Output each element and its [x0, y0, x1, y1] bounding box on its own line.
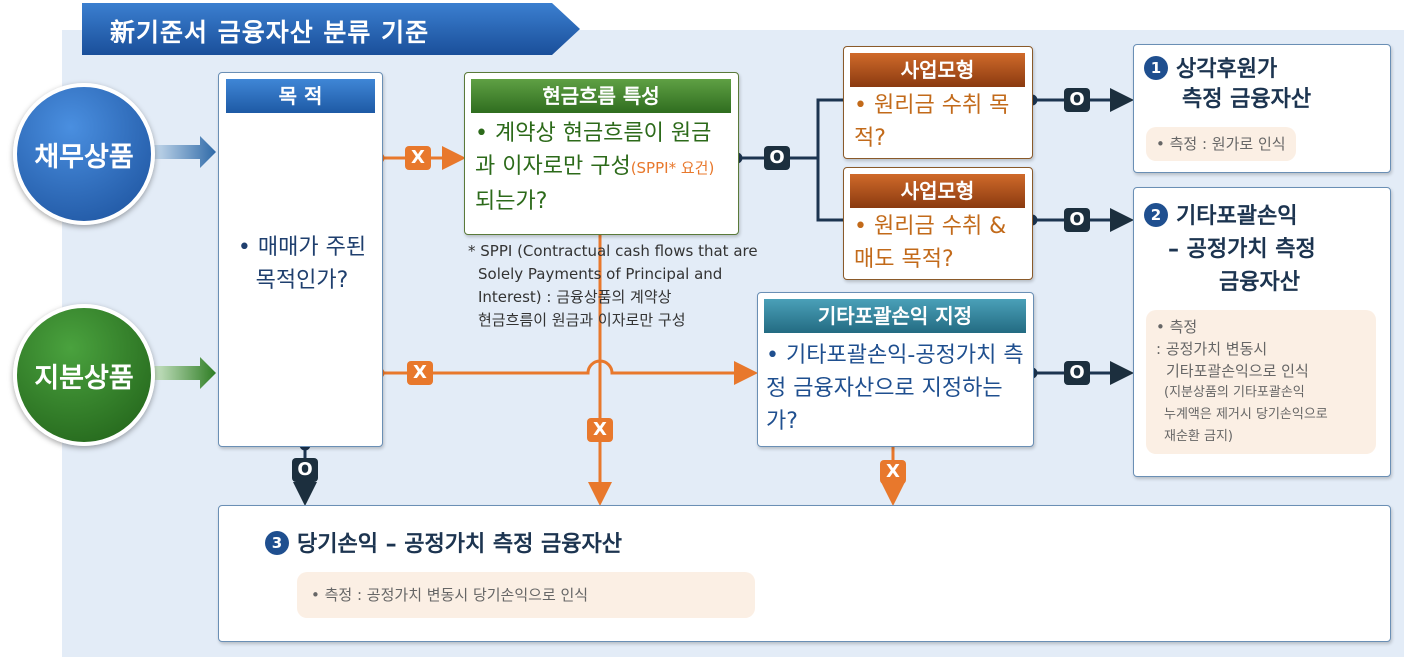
number-badge-2: 2	[1144, 203, 1168, 227]
debt-label: 채무상품	[34, 141, 134, 173]
oci-designation-box: 기타포괄손익 지정 • 기타포괄손익-공정가치 측정 금융자산으로 지정하는가?	[757, 292, 1034, 447]
debt-instrument-node: 채무상품	[13, 83, 155, 225]
business-model-question-2: • 원리금 수취 & 매도 목적?	[854, 214, 1007, 272]
business-model-question-1: • 원리금 수취 목적?	[854, 93, 1010, 151]
business-model-header-1: 사업모형	[850, 53, 1025, 87]
oci-designation-header: 기타포괄손익 지정	[764, 299, 1026, 333]
business-model-box-2: 사업모형 • 원리금 수취 & 매도 목적?	[843, 167, 1033, 280]
yes-badge: O	[764, 146, 790, 170]
result3-note: • 측정 : 공정가치 변동시 당기손익으로 인식	[297, 572, 755, 618]
business-model-header-2: 사업모형	[850, 174, 1025, 208]
cashflow-box: 현금흐름 특성 • 계약상 현금흐름이 원금과 이자로만 구성(SPPI* 요건…	[464, 72, 739, 235]
cashflow-question: • 계약상 현금흐름이 원금과 이자로만 구성(SPPI* 요건)되는가?	[475, 121, 715, 214]
no-badge: X	[587, 418, 613, 442]
result1-note: • 측정 : 원가로 인식	[1146, 127, 1296, 161]
yes-badge: O	[1064, 208, 1090, 232]
purpose-question: • 매매가 주된 목적인가?	[237, 235, 367, 293]
equity-label: 지분상품	[34, 362, 134, 394]
oci-designation-question: • 기타포괄손익-공정가치 측정 금융자산으로 지정하는가?	[766, 343, 1024, 434]
yes-badge: O	[1064, 361, 1090, 385]
number-badge-1: 1	[1144, 56, 1168, 80]
no-badge: X	[880, 460, 906, 484]
equity-instrument-node: 지분상품	[13, 304, 155, 446]
purpose-box: 목 적 • 매매가 주된 목적인가?	[218, 72, 383, 447]
title-banner	[82, 3, 580, 55]
no-badge: X	[407, 361, 433, 385]
business-model-box-1: 사업모형 • 원리금 수취 목적?	[843, 46, 1033, 159]
purpose-header: 목 적	[226, 79, 375, 113]
number-badge-3: 3	[265, 531, 289, 555]
cashflow-header: 현금흐름 특성	[471, 79, 731, 113]
no-badge: X	[405, 146, 431, 170]
yes-badge: O	[292, 458, 318, 482]
yes-badge: O	[1064, 88, 1090, 112]
